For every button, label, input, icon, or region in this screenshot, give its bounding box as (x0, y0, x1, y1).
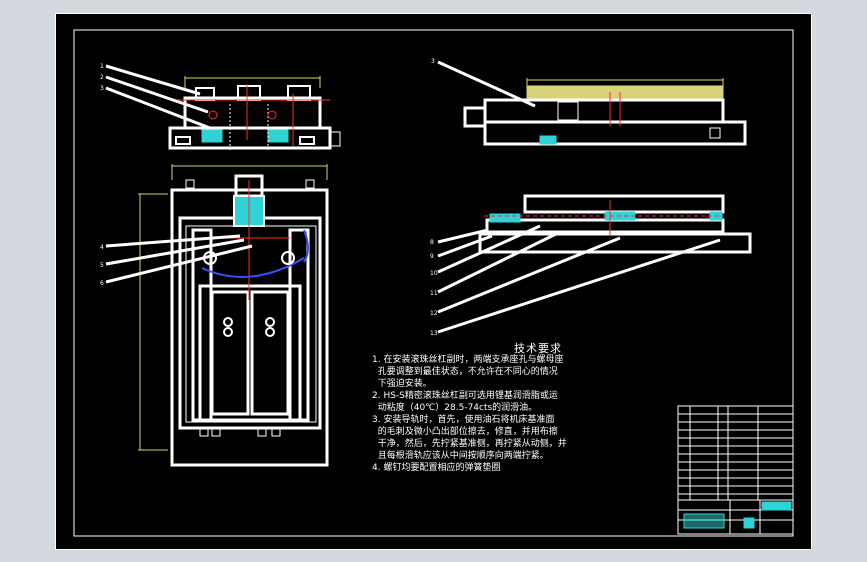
requirement-line: 4. 螺钉均要配置相应的弹簧垫圈 (372, 463, 501, 473)
balloon-label: 8 (430, 239, 434, 246)
requirement-line: 孔要调整到最佳状态，不允许在不同心的情况 (372, 367, 558, 377)
requirement-line: 下强迫安装。 (372, 379, 432, 389)
requirement-line: 1. 在安装滚珠丝杠副时，两端支承座孔与螺母座 (372, 355, 564, 365)
requirement-line: 的毛刺及微小凸出部位擦去，修直，并用布擦 (372, 427, 558, 437)
balloon-label: 13 (430, 330, 438, 337)
requirement-line: 动粘度（40℃）28.5-74cts的润滑油。 (372, 403, 538, 413)
balloon-label: 10 (430, 270, 438, 277)
tech-requirements-list: 1. 在安装滚珠丝杠副时，两端支承座孔与螺母座 孔要调整到最佳状态，不允许在不同… (372, 354, 637, 474)
inner-border (73, 29, 794, 537)
balloon-label: 9 (430, 253, 434, 260)
side-view-top-right (437, 60, 747, 146)
requirement-line: 2. HS-S精密滚珠丝杠副可选用锂基润滑脂或运 (372, 391, 558, 401)
drawing-sheet: 1 2 3 3 4 5 6 8 9 10 11 12 13 技术要求 1. 在安… (55, 13, 812, 550)
balloon-label: 4 (100, 244, 104, 251)
section-view-right (437, 194, 752, 334)
title-block (677, 405, 794, 535)
tech-requirements-title: 技术要求 (514, 342, 562, 355)
balloon-label: 6 (100, 280, 104, 287)
balloon-label: 3 (100, 85, 104, 92)
balloon-label: 2 (100, 74, 104, 81)
front-view-top-left (105, 64, 341, 150)
balloon-label: 11 (430, 290, 438, 297)
requirement-line: 且每根滑轨应该从中间按顺序向两端拧紧。 (372, 451, 549, 461)
plan-view (105, 164, 329, 467)
requirement-line: 干净，然后，先拧紧基准侧，再拧紧从动侧，并 (372, 439, 567, 449)
requirement-line: 3. 安装导轨时，首先，使用油石将机床基准面 (372, 415, 555, 425)
balloon-label: 1 (100, 63, 104, 70)
balloon-label: 3 (431, 58, 435, 65)
balloon-label: 5 (100, 262, 104, 269)
balloon-label: 12 (430, 310, 438, 317)
